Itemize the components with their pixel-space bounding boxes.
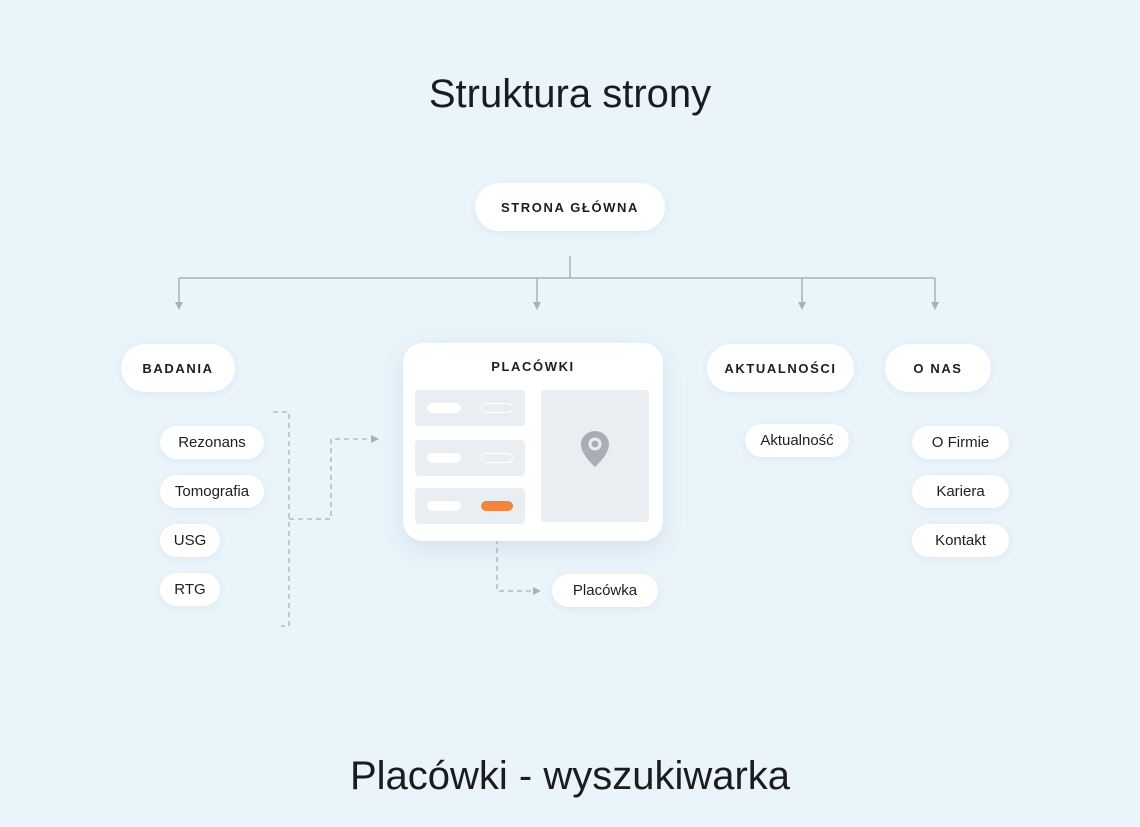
placowki-list-row [415,390,525,426]
node-badania: BADANIA [121,344,235,392]
dashed-arrows [371,435,541,595]
page-subtitle: Placówki - wyszukiwarka [349,754,791,798]
node-kariera: Kariera [912,475,1009,508]
node-aktualnosc: Aktualność [745,424,849,457]
node-aktualnosci: AKTUALNOŚCI [707,344,854,392]
placowki-card-title: PLACÓWKI [491,359,575,374]
node-placowki-card: PLACÓWKI [403,343,663,541]
node-rezonans: Rezonans [160,426,264,459]
row-button-placeholder [481,403,513,413]
row-button-active [481,501,513,511]
arrow-aktualnosci [798,302,806,310]
arrow-o-nas [931,302,939,310]
node-usg: USG [160,524,220,557]
row-text-placeholder [427,403,461,413]
node-placowka: Placówka [552,574,658,607]
node-kontakt: Kontakt [912,524,1009,557]
tree-arrows [175,278,939,310]
placowki-list-row [415,440,525,476]
row-button-placeholder [481,453,513,463]
node-o-nas: O NAS [885,344,991,392]
arrow-placowki [533,302,541,310]
node-tomografia: Tomografia [160,475,264,508]
arrow-badania [175,302,183,310]
node-rtg: RTG [160,573,220,606]
tree-connectors [179,256,935,279]
map-panel [541,390,649,522]
node-strona-glowna: STRONA GŁÓWNA [475,183,665,231]
map-pin-icon [581,431,609,467]
page-title: Struktura strony [428,72,712,116]
row-text-placeholder [427,501,461,511]
placowki-list-row [415,488,525,524]
dashed-connectors [273,411,534,627]
row-text-placeholder [427,453,461,463]
node-o-firmie: O Firmie [912,426,1009,459]
